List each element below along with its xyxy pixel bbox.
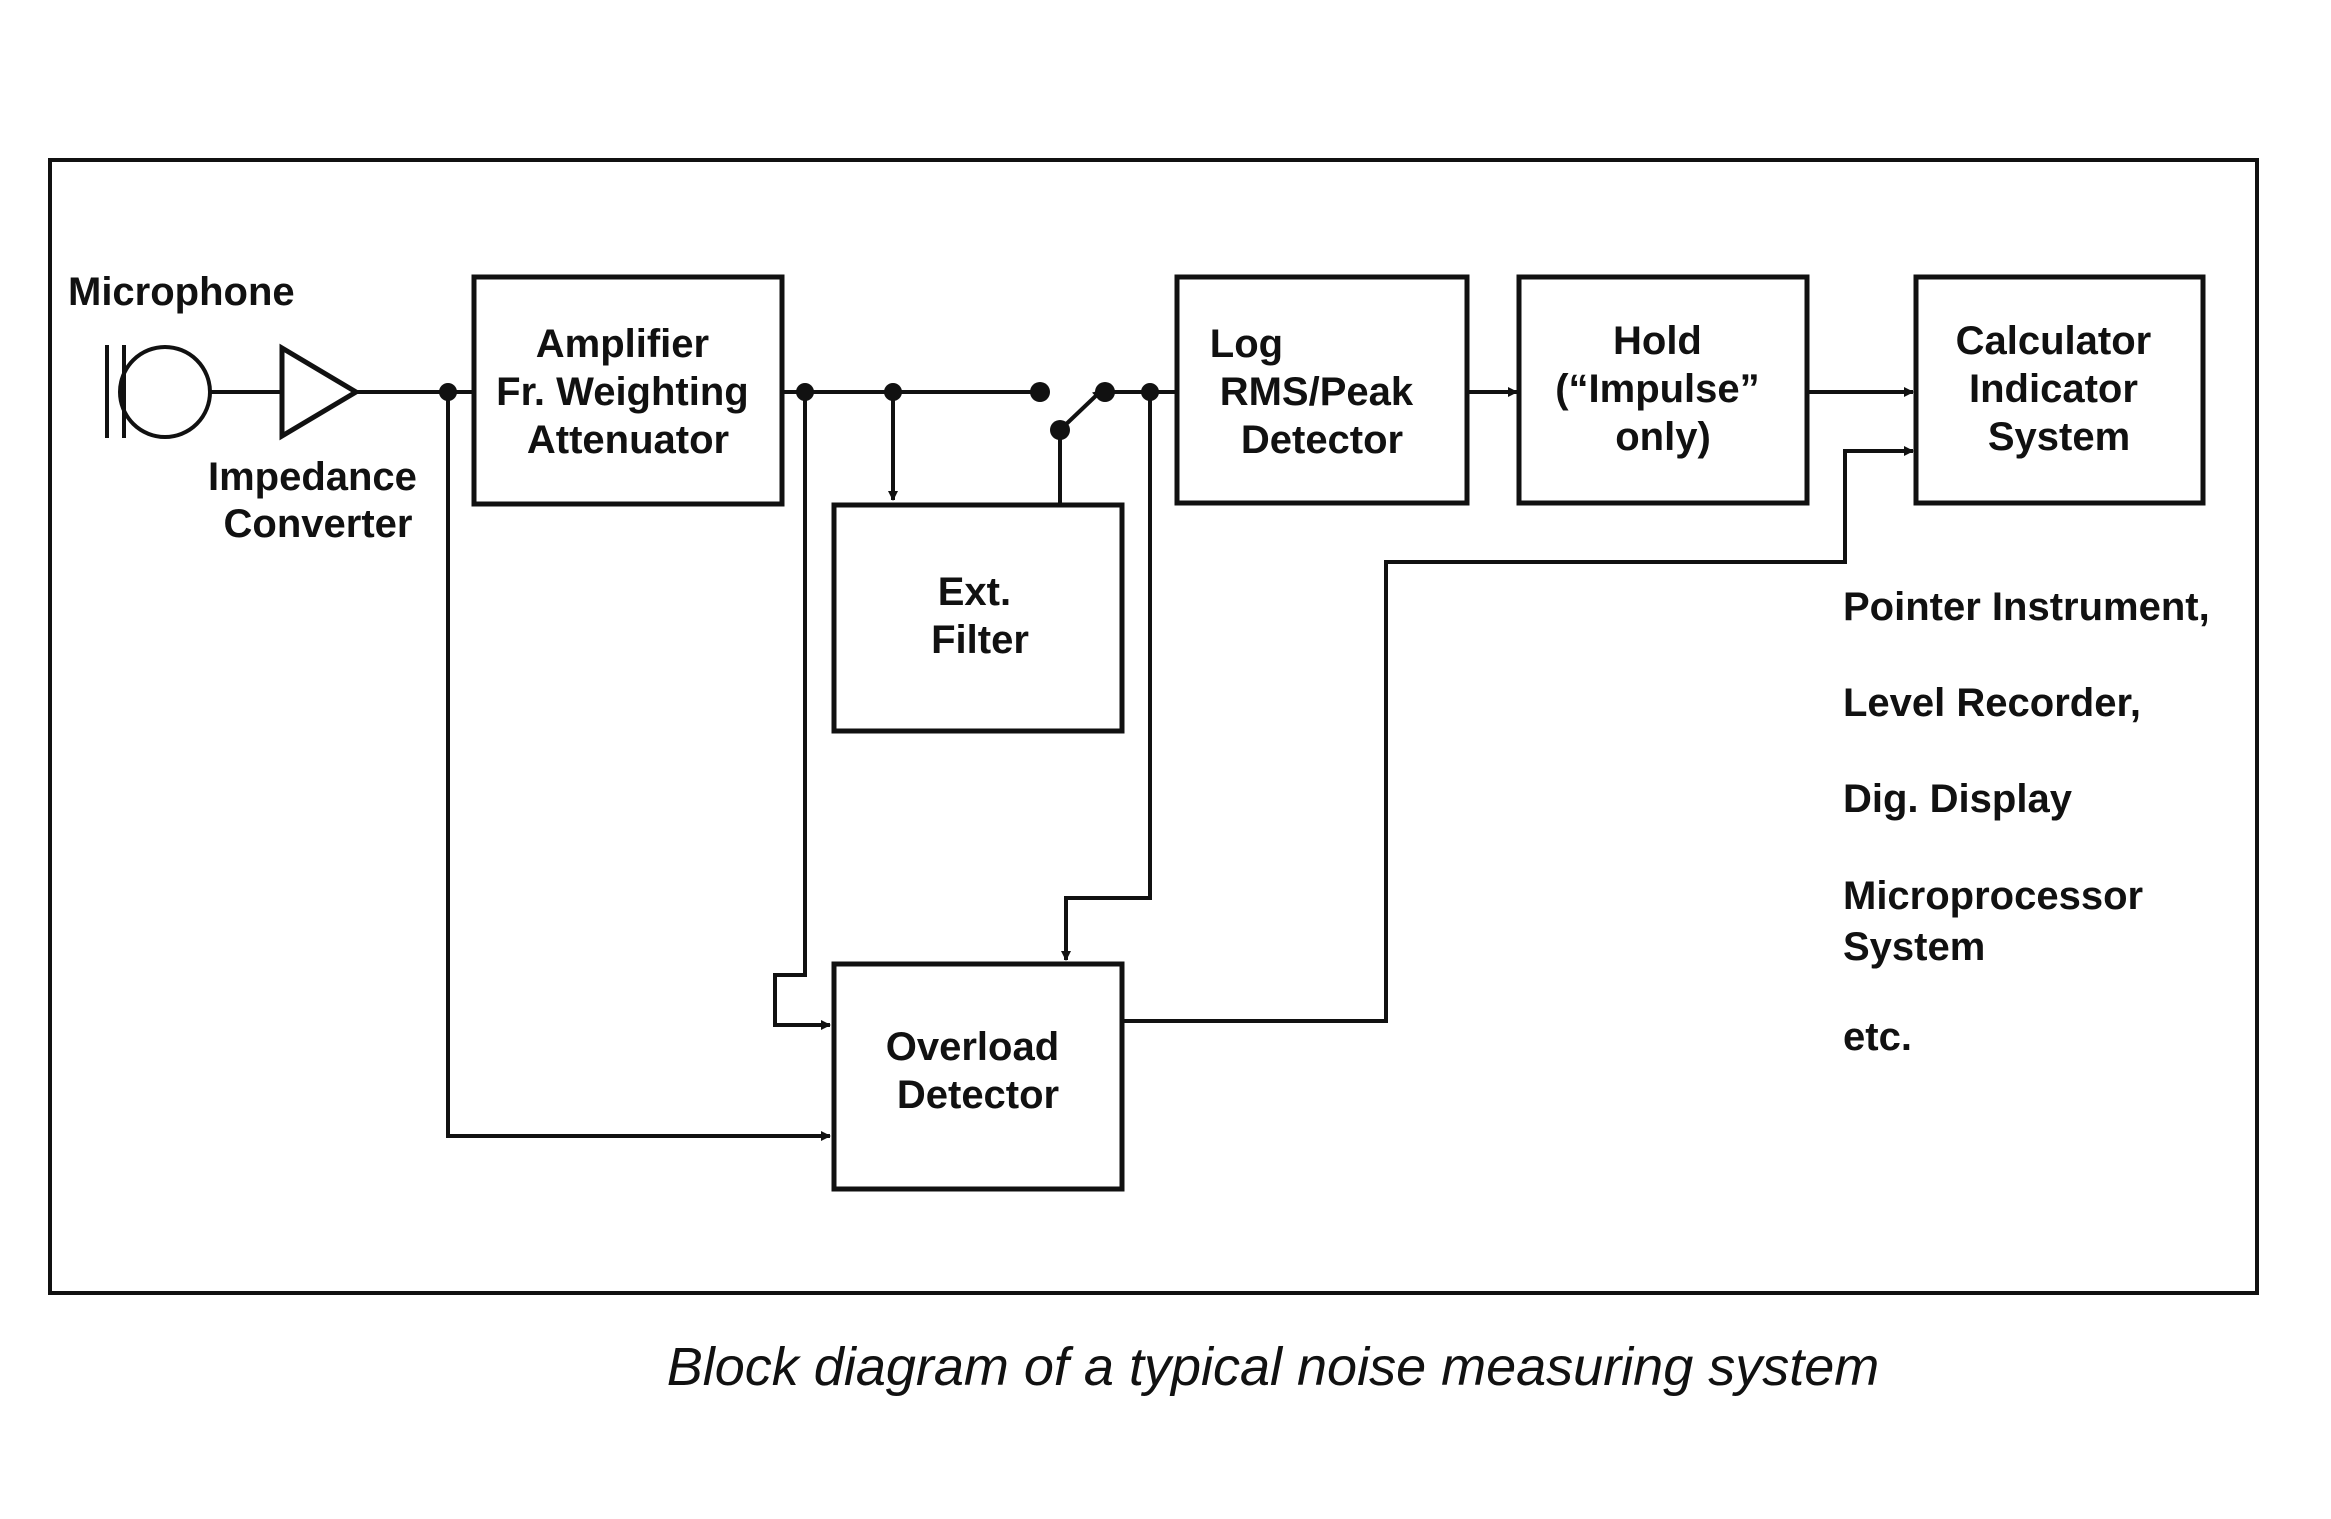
ext-filter-block-label: Ext. Filter [931,570,1029,662]
selector-switch [1058,388,1104,432]
overload-input-line [1061,392,1152,961]
output-item: Dig. Display [1843,777,2073,821]
amplifier-block-label: Amplifier Fr. Weighting Attenuator [496,322,760,462]
figure-caption: Block diagram of a typical noise measuri… [667,1337,1880,1397]
microphone-icon [105,345,212,439]
diagram-frame [48,158,2259,1295]
impedance-converter-label: Impedance Converter [208,455,428,546]
microphone-label: Microphone [68,270,295,314]
output-item: Microprocessor System [1843,874,2154,969]
output-item: Pointer Instrument, [1843,585,2210,629]
output-item: etc. [1843,1015,1912,1059]
overload-detector-block [831,961,1125,1192]
overload-detector-block-label: Overload Detector [886,1025,1071,1117]
output-item: Level Recorder, [1843,681,2141,725]
impedance-converter-icon [279,343,361,441]
overload-input-line [773,392,831,1030]
ext-filter-block [831,502,1125,734]
calculator-block [1913,274,2206,506]
calculator-block-label: Calculator Indicator System [1956,319,2163,459]
hold-block-label: Hold (“Impulse” only) [1555,319,1771,459]
overload-input-line [446,392,831,1141]
overload-output-line [1122,446,1914,1023]
switch-contact [1030,382,1050,402]
detector-block-label: Log RMS/Peak Detector [1210,322,1424,462]
